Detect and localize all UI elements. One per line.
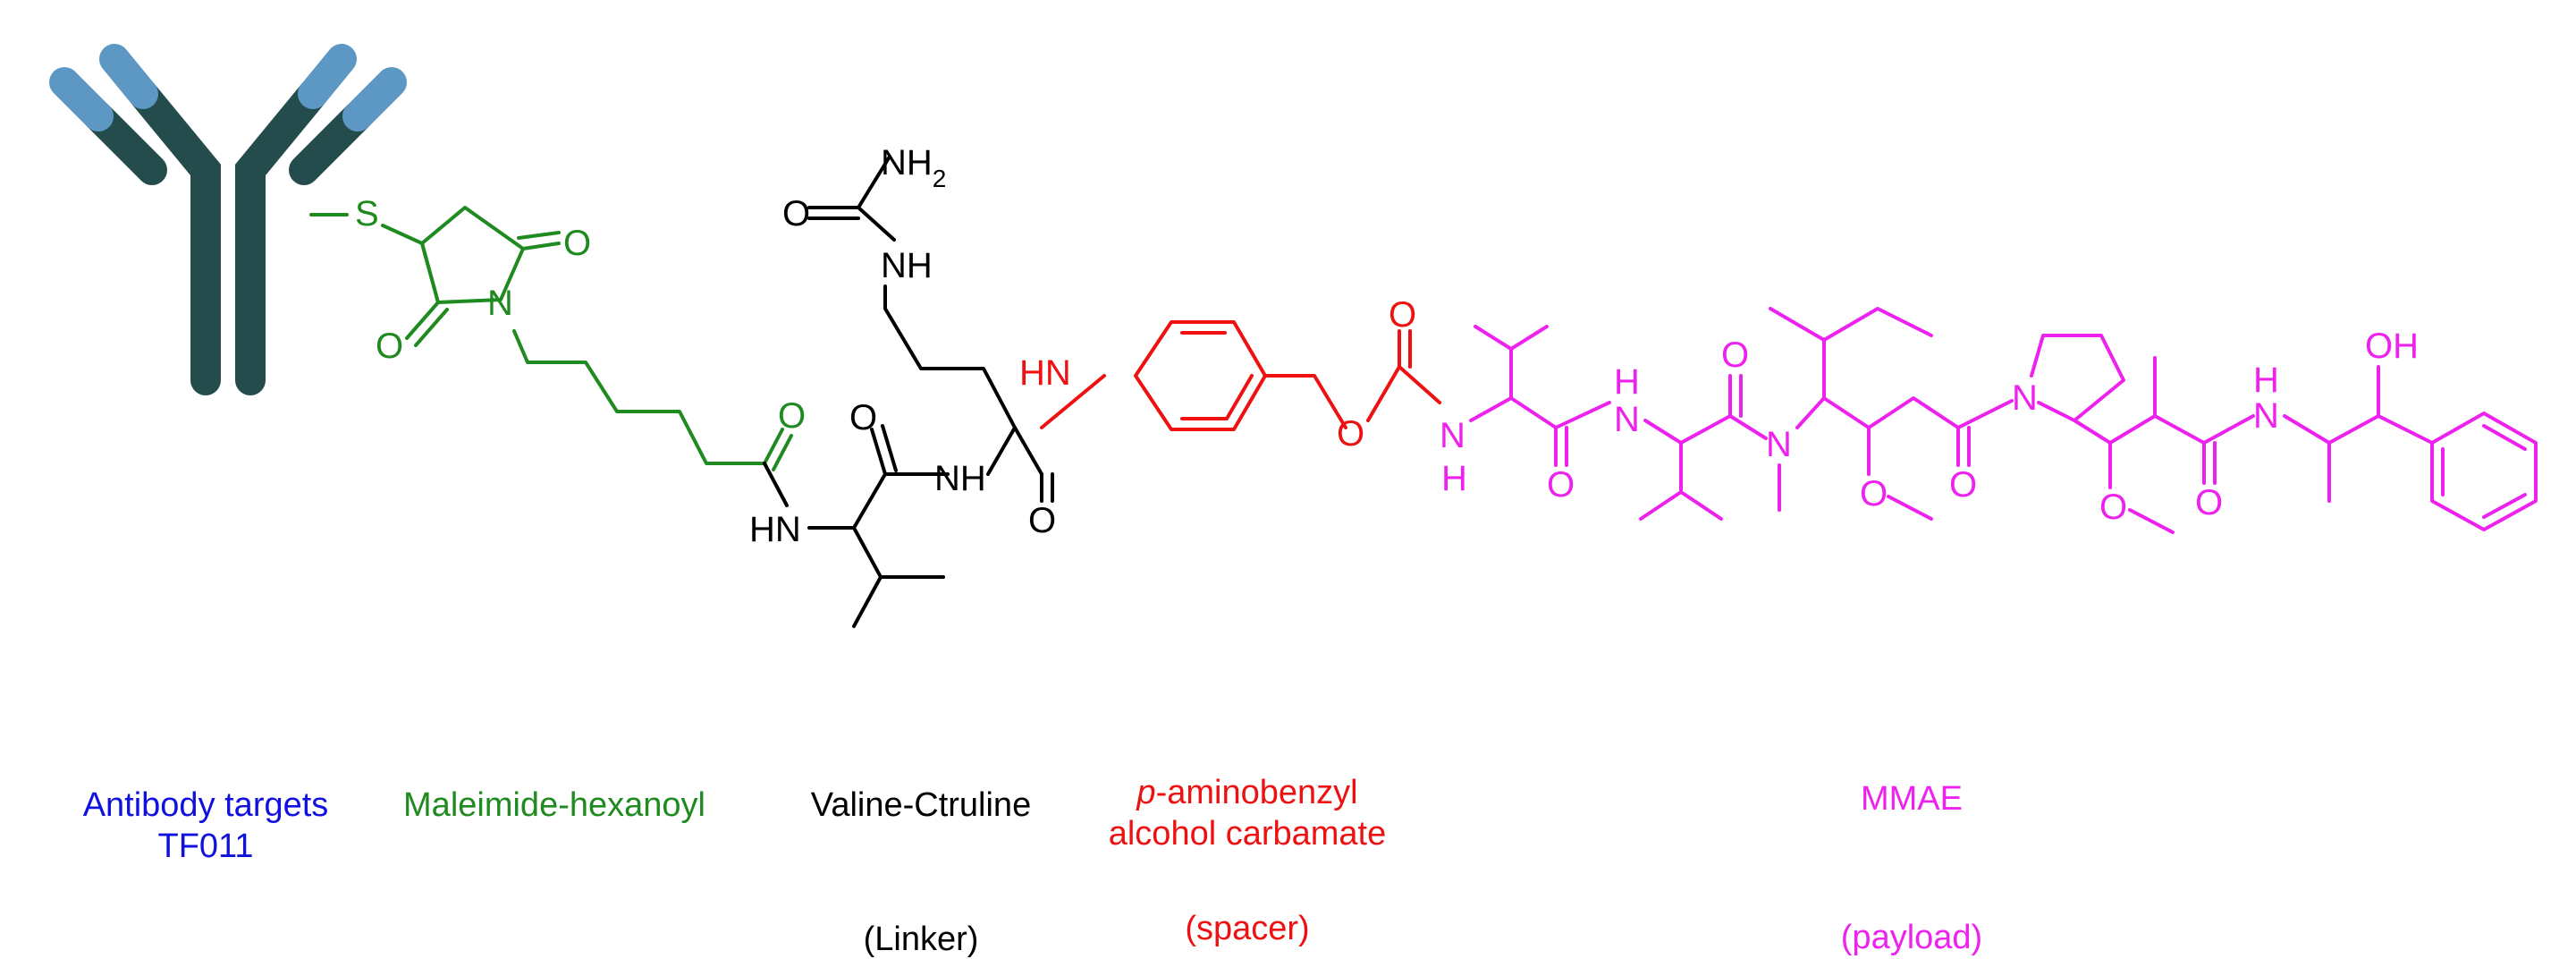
maleimide-hexanoyl-structure: S O O N O	[309, 194, 806, 471]
atom-s: S	[355, 194, 379, 233]
atom-o: O	[1949, 465, 1977, 505]
antibody-icon	[49, 44, 407, 395]
component-labels: Antibody targets TF011 Maleimide-hexanoy…	[83, 774, 1983, 958]
atom-hn: HN	[1019, 353, 1071, 393]
atom-n: N	[1440, 416, 1465, 455]
antibody-tip-4	[342, 67, 407, 132]
atom-o: O	[2195, 483, 2223, 522]
antibody-tip-3	[298, 44, 357, 109]
atom-o: O	[849, 398, 877, 437]
atom-o: O	[2099, 488, 2127, 527]
payload-role-label: (payload)	[1841, 919, 1982, 956]
atom-o: O	[376, 327, 403, 366]
atom-o: O	[563, 224, 591, 263]
antibody-tip-2	[49, 67, 114, 132]
pabc-spacer-structure: HN O O	[1019, 295, 1441, 454]
valine-citrulline-structure: HN O NH O NH O NH2	[749, 143, 1056, 628]
atom-n: N	[2012, 378, 2038, 418]
atom-n: N	[2253, 396, 2279, 436]
atom-n: N	[1614, 400, 1640, 439]
atom-o: O	[1028, 501, 1056, 540]
linker-role-label: (Linker)	[864, 921, 979, 958]
antibody-heavy-chain-right	[235, 79, 328, 395]
payload-label: MMAE	[1861, 780, 1963, 818]
linker-label: Valine-Ctruline	[811, 786, 1031, 824]
atom-o: O	[1389, 295, 1416, 335]
spacer-label-line2: alcohol carbamate	[1109, 815, 1387, 853]
atom-nh: NH	[934, 459, 986, 498]
atom-o: O	[778, 396, 806, 436]
atom-oh: OH	[2365, 327, 2419, 366]
antibody-label-line1: Antibody targets	[83, 786, 329, 824]
atom-h: H	[1614, 362, 1640, 402]
atom-n: N	[487, 284, 513, 323]
atom-n: N	[1766, 425, 1792, 464]
atom-h: H	[2253, 361, 2279, 400]
atom-hn: HN	[749, 510, 801, 549]
antibody-tip-1	[99, 44, 158, 109]
atom-o: O	[782, 194, 810, 233]
atom-nh2: NH2	[881, 143, 946, 192]
spacer-role-label: (spacer)	[1185, 910, 1309, 947]
spacer-label-line1: p-aminobenzyl	[1136, 774, 1357, 811]
antibody-heavy-chain-left	[128, 79, 221, 395]
atom-o: O	[1337, 414, 1364, 454]
atom-h: H	[1441, 459, 1467, 498]
atom-o: O	[1860, 474, 1888, 513]
maleimide-label: Maleimide-hexanoyl	[403, 786, 705, 824]
atom-o: O	[1547, 465, 1575, 505]
mmae-structure: N H O H N O N O O N O O H N	[1440, 307, 2538, 534]
atom-nh: NH	[881, 246, 933, 285]
atom-o: O	[1721, 335, 1749, 375]
antibody-label-line2: TF011	[157, 827, 253, 865]
